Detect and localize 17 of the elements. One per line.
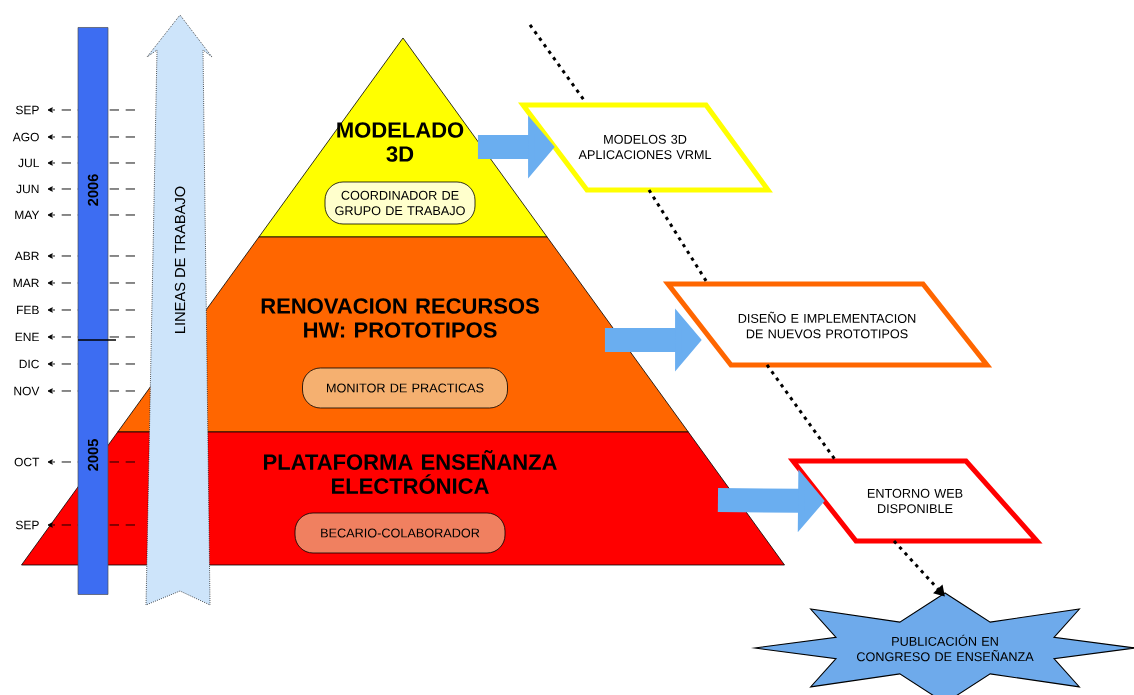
role-pill: BECARIO-COLABORADOR [294, 512, 506, 554]
star-burst: PUBLICACIÓN EN CONGRESO DE ENSEÑANZA [750, 592, 1134, 695]
month-label: JUN [14, 183, 41, 195]
month-label: MAR [11, 277, 41, 289]
month-label: MAY [12, 209, 41, 221]
month-label: ENE [13, 331, 41, 343]
month-label: SEP [14, 104, 41, 116]
month-label: AGO [11, 131, 41, 143]
month-label: JUL [16, 157, 41, 169]
month-label: DIC [17, 358, 41, 370]
timeline-bar: 2006 2005 [77, 27, 117, 595]
month-label: ABR [13, 250, 41, 262]
month-label: NOV [12, 385, 41, 397]
month-label: FEB [14, 304, 41, 316]
role-pill: MONITOR DE PRACTICAS [302, 367, 508, 409]
role-pill: COORDINADOR DE GRUPO DE TRABAJO [324, 181, 476, 225]
dotted-arrow [528, 23, 945, 597]
